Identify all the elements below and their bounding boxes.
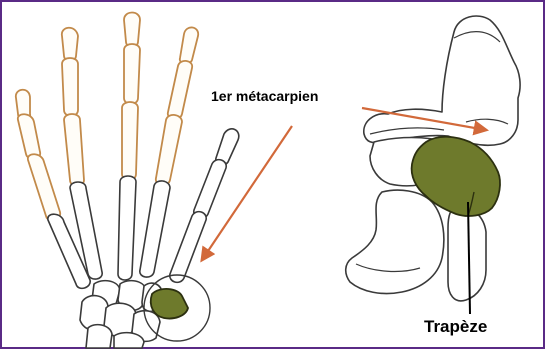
label-trapezium: Trapèze — [424, 317, 487, 337]
label-first-metacarpal: 1er métacarpien — [211, 88, 318, 104]
wrist-closeup — [346, 16, 520, 301]
first-metacarpal — [364, 16, 520, 145]
middle-finger — [118, 13, 140, 281]
thumb — [170, 129, 239, 282]
trapezium-small — [151, 289, 188, 319]
trapezoid-lower — [346, 190, 444, 293]
distal-bone — [448, 206, 486, 301]
hand-skeleton — [16, 13, 239, 349]
